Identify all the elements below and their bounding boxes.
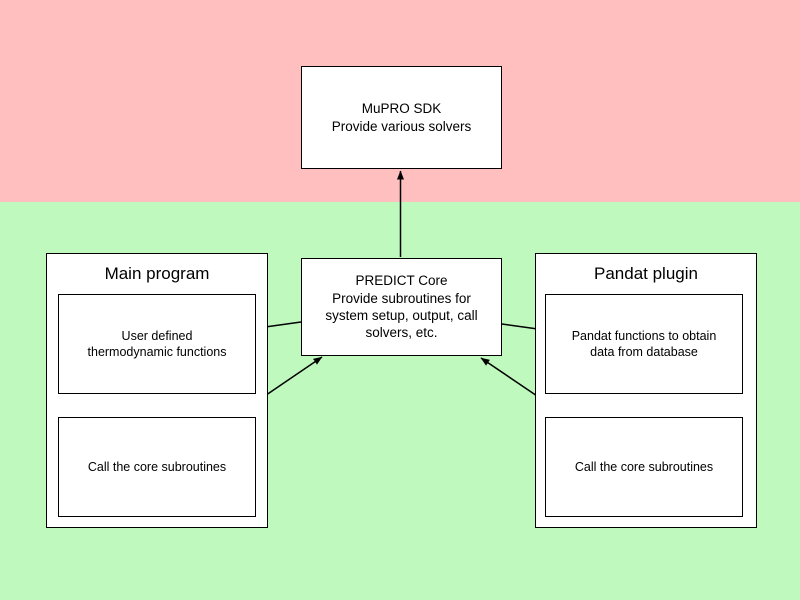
- node-pandat-call-core-subroutines: Call the core subroutines: [545, 417, 743, 517]
- node-predict-core-label: PREDICT Core Provide subroutines for sys…: [325, 273, 478, 341]
- node-mupro-sdk-label: MuPRO SDK Provide various solvers: [331, 101, 472, 134]
- panel-main-program-title: Main program: [104, 264, 210, 283]
- node-user-defined-functions-label: User defined thermodynamic functions: [87, 329, 227, 359]
- node-pandat-call-core-subroutines-label: Call the core subroutines: [574, 460, 714, 474]
- node-pandat-functions: Pandat functions to obtain data from dat…: [545, 294, 743, 394]
- node-pandat-functions-label: Pandat functions to obtain data from dat…: [571, 329, 717, 359]
- node-main-call-core-subroutines-label: Call the core subroutines: [87, 460, 227, 474]
- node-user-defined-functions: User defined thermodynamic functions: [58, 294, 256, 394]
- node-main-call-core-subroutines: Call the core subroutines: [58, 417, 256, 517]
- node-predict-core: PREDICT Core Provide subroutines for sys…: [301, 258, 502, 356]
- node-mupro-sdk: MuPRO SDK Provide various solvers: [301, 66, 502, 169]
- panel-pandat-plugin-title: Pandat plugin: [594, 264, 698, 283]
